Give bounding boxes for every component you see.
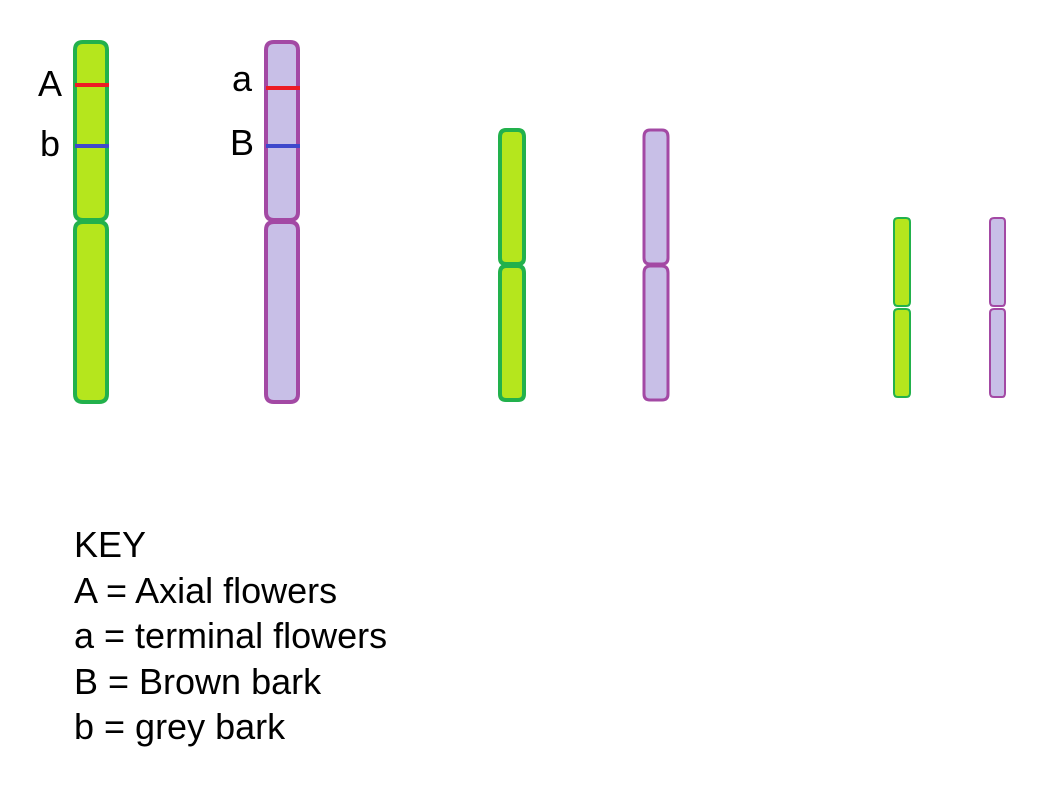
chromosome-1-green: A b [38,42,109,402]
chromosome-2-purple-top-arm [644,130,668,264]
allele-label-a: a [232,58,253,99]
chromosome-1-green-top-arm [75,42,107,220]
chromosome-pair-3 [894,218,1005,397]
chromosome-2-green-bottom-arm [500,266,524,400]
chromosome-3-purple-bottom-arm [990,309,1005,397]
key-entry-terminal-flowers: a = terminal flowers [74,613,387,659]
chromosome-3-purple [990,218,1005,397]
allele-label-B: B [230,122,254,163]
chromosome-3-green-top-arm [894,218,910,306]
chromosome-pair-2 [500,130,668,400]
allele-label-b: b [40,123,60,164]
key-entry-axial-flowers: A = Axial flowers [74,568,387,614]
key-legend: KEY A = Axial flowers a = terminal flowe… [74,522,387,750]
chromosome-1-purple-bottom-arm [266,222,298,402]
chromosome-3-green [894,218,910,397]
chromosome-2-green [500,130,524,400]
allele-label-A: A [38,63,62,104]
chromosome-pair-1: A b a B [38,42,300,402]
chromosome-1-purple: a B [230,42,300,402]
key-entry-brown-bark: B = Brown bark [74,659,387,705]
key-title: KEY [74,522,387,568]
key-entry-grey-bark: b = grey bark [74,704,387,750]
chromosome-1-purple-top-arm [266,42,298,220]
chromosome-3-purple-top-arm [990,218,1005,306]
chromosome-2-green-top-arm [500,130,524,264]
chromosome-2-purple [644,130,668,400]
chromosome-1-green-bottom-arm [75,222,107,402]
chromosome-2-purple-bottom-arm [644,266,668,400]
chromosome-3-green-bottom-arm [894,309,910,397]
